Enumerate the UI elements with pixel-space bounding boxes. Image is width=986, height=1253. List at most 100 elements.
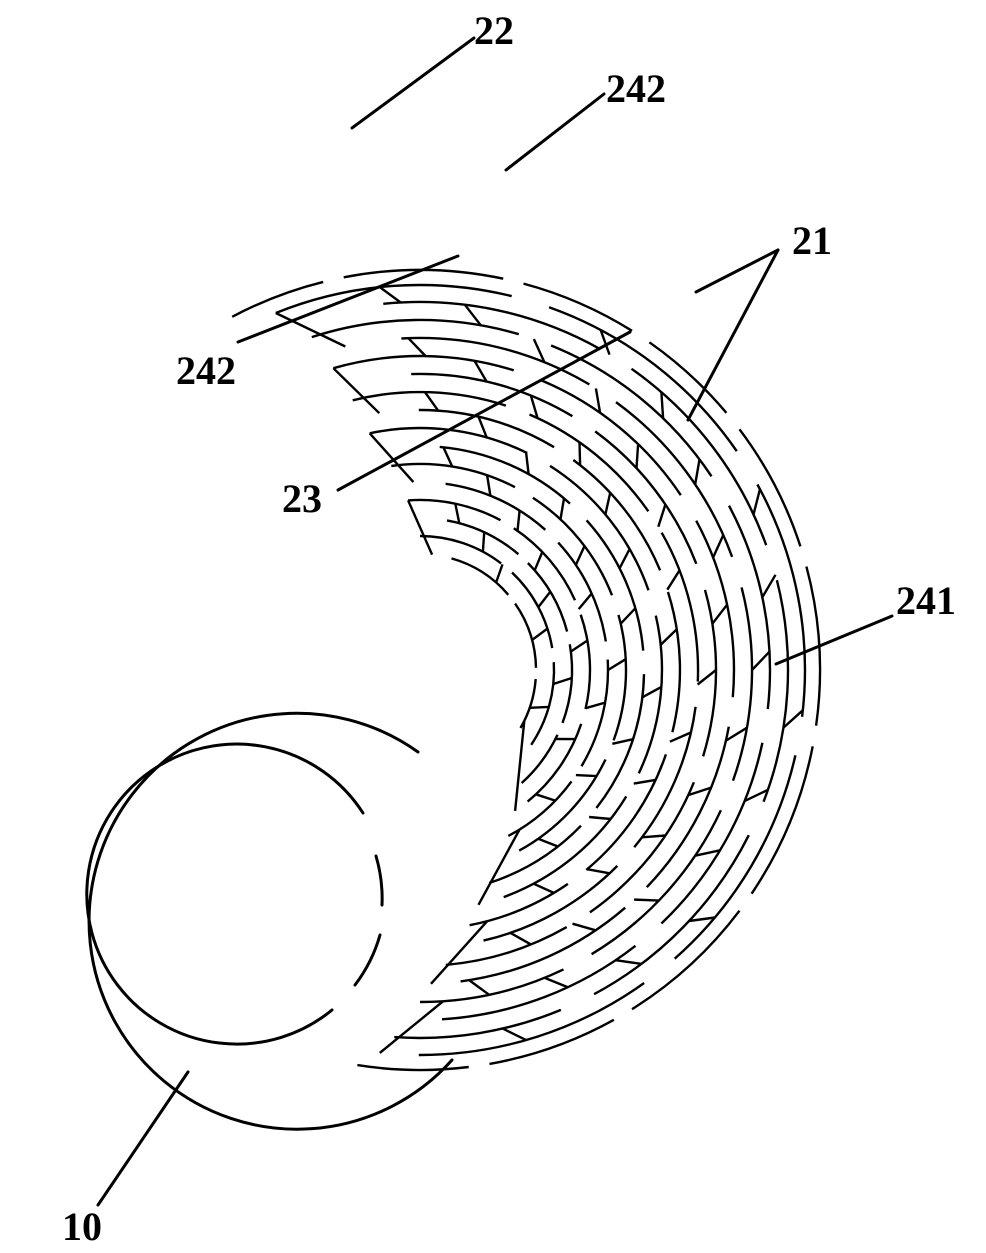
- rib-41: [533, 882, 555, 894]
- rib-54: [575, 773, 597, 778]
- layer-arc-0-2: [756, 483, 807, 717]
- end-cap-bottom-3: [513, 720, 526, 812]
- rib-50: [537, 837, 559, 848]
- rib-27: [529, 395, 539, 419]
- layer-arc-7-0: [418, 408, 555, 449]
- layer-arc-5-0: [411, 372, 574, 418]
- rib-15: [543, 976, 569, 989]
- layer-arc-7-3: [585, 754, 668, 871]
- leader-21-a: [694, 248, 780, 294]
- rib-44: [641, 685, 662, 699]
- layer-arc-0-3: [673, 755, 797, 960]
- layer-arc-12-3: [526, 723, 583, 803]
- layer-arc-1-4: [394, 1008, 562, 1040]
- layer-arc-12-1: [513, 527, 577, 601]
- rib-23: [635, 444, 640, 469]
- layer-arc-6-3: [633, 706, 697, 848]
- layer-arc-13-1: [527, 562, 569, 632]
- layer-arc-1-0: [383, 300, 602, 351]
- layer-arc-7-4: [469, 882, 569, 927]
- layer-arc-11-1: [557, 541, 607, 642]
- layer-arc-6-1: [529, 413, 650, 512]
- layer-arc-13-2: [561, 644, 574, 724]
- end-cap-top-1: [332, 367, 381, 415]
- casing-dash-1: [343, 268, 504, 280]
- rib-34: [666, 569, 681, 591]
- casing-dash-3: [648, 341, 728, 414]
- casing-dash-2: [523, 282, 633, 332]
- casing-dash-4: [738, 428, 802, 547]
- layer-arc-10-1: [532, 496, 614, 596]
- ring-inner-arc: [85, 742, 365, 1046]
- layer-arc-11-2: [580, 659, 610, 767]
- layer-arc-8-3: [503, 795, 628, 899]
- rib-65: [552, 676, 573, 686]
- layer-arc-1-3: [593, 834, 750, 996]
- rib-60: [533, 551, 544, 571]
- rib-28: [657, 504, 667, 528]
- rib-58: [535, 793, 556, 802]
- layer-arc-0-0: [275, 283, 512, 315]
- rib-29: [696, 669, 717, 686]
- ring-inner-dash-2: [353, 933, 382, 987]
- radial-rib-segments: [379, 286, 804, 1042]
- rib-59: [454, 503, 461, 524]
- layer-arc-7-1: [572, 459, 662, 571]
- rib-14: [694, 849, 721, 857]
- layer-end-caps: [275, 311, 526, 1054]
- casing-dash-0: [231, 280, 324, 318]
- rib-64: [537, 590, 552, 608]
- layer-arc-0-1: [548, 306, 738, 452]
- rib-55: [516, 510, 521, 531]
- layer-arc-6-4: [483, 865, 619, 942]
- rib-10: [615, 959, 642, 966]
- rib-57: [585, 701, 606, 710]
- rib-53: [607, 658, 627, 672]
- rib-22: [473, 360, 488, 383]
- leader-242-top: [504, 92, 606, 172]
- end-cap-top-0: [275, 311, 346, 348]
- layer-arc-9-1: [585, 519, 645, 651]
- label-21: 21: [792, 218, 832, 263]
- end-cap-top-2: [368, 432, 415, 483]
- rib-40: [633, 778, 656, 785]
- layer-arc-15-2: [519, 678, 537, 729]
- rib-2: [752, 489, 762, 515]
- layer-arc-10-3: [518, 758, 607, 852]
- rib-67: [531, 627, 549, 641]
- rib-37: [477, 416, 488, 438]
- label-23: 23: [282, 476, 322, 521]
- layer-arc-10-0: [391, 462, 516, 489]
- rib-24: [711, 603, 729, 625]
- layer-arc-2-0: [311, 318, 520, 339]
- label-22: 22: [474, 8, 514, 53]
- rib-61: [570, 639, 589, 653]
- ring-inner-dash-1: [374, 854, 384, 907]
- layer-arc-8-2: [637, 615, 664, 774]
- rib-13: [751, 650, 771, 671]
- rib-47: [559, 498, 566, 520]
- layer-arc-2-2: [727, 505, 772, 710]
- rib-36: [586, 868, 610, 875]
- layer-arc-10-2: [612, 614, 628, 741]
- layer-arc-15-1: [514, 602, 538, 668]
- rib-21: [468, 979, 490, 996]
- layer-arc-4-4: [460, 906, 626, 983]
- label-241: 241: [896, 578, 956, 623]
- casing-dash-6: [750, 746, 814, 895]
- rib-43: [618, 548, 631, 569]
- rib-49: [612, 738, 634, 745]
- leader-242-left: [236, 254, 460, 344]
- layer-arc-1-1: [630, 367, 768, 546]
- rib-51: [485, 475, 492, 496]
- leader-241: [774, 614, 894, 666]
- leader-10: [96, 1070, 190, 1207]
- rib-66: [494, 563, 504, 583]
- rib-35: [669, 731, 692, 743]
- rib-33: [578, 442, 582, 466]
- rib-4: [688, 916, 716, 923]
- layer-arc-11-3: [507, 780, 573, 838]
- leader-23: [336, 330, 632, 492]
- layer-arc-3-4: [419, 968, 565, 1004]
- rib-30: [641, 834, 666, 839]
